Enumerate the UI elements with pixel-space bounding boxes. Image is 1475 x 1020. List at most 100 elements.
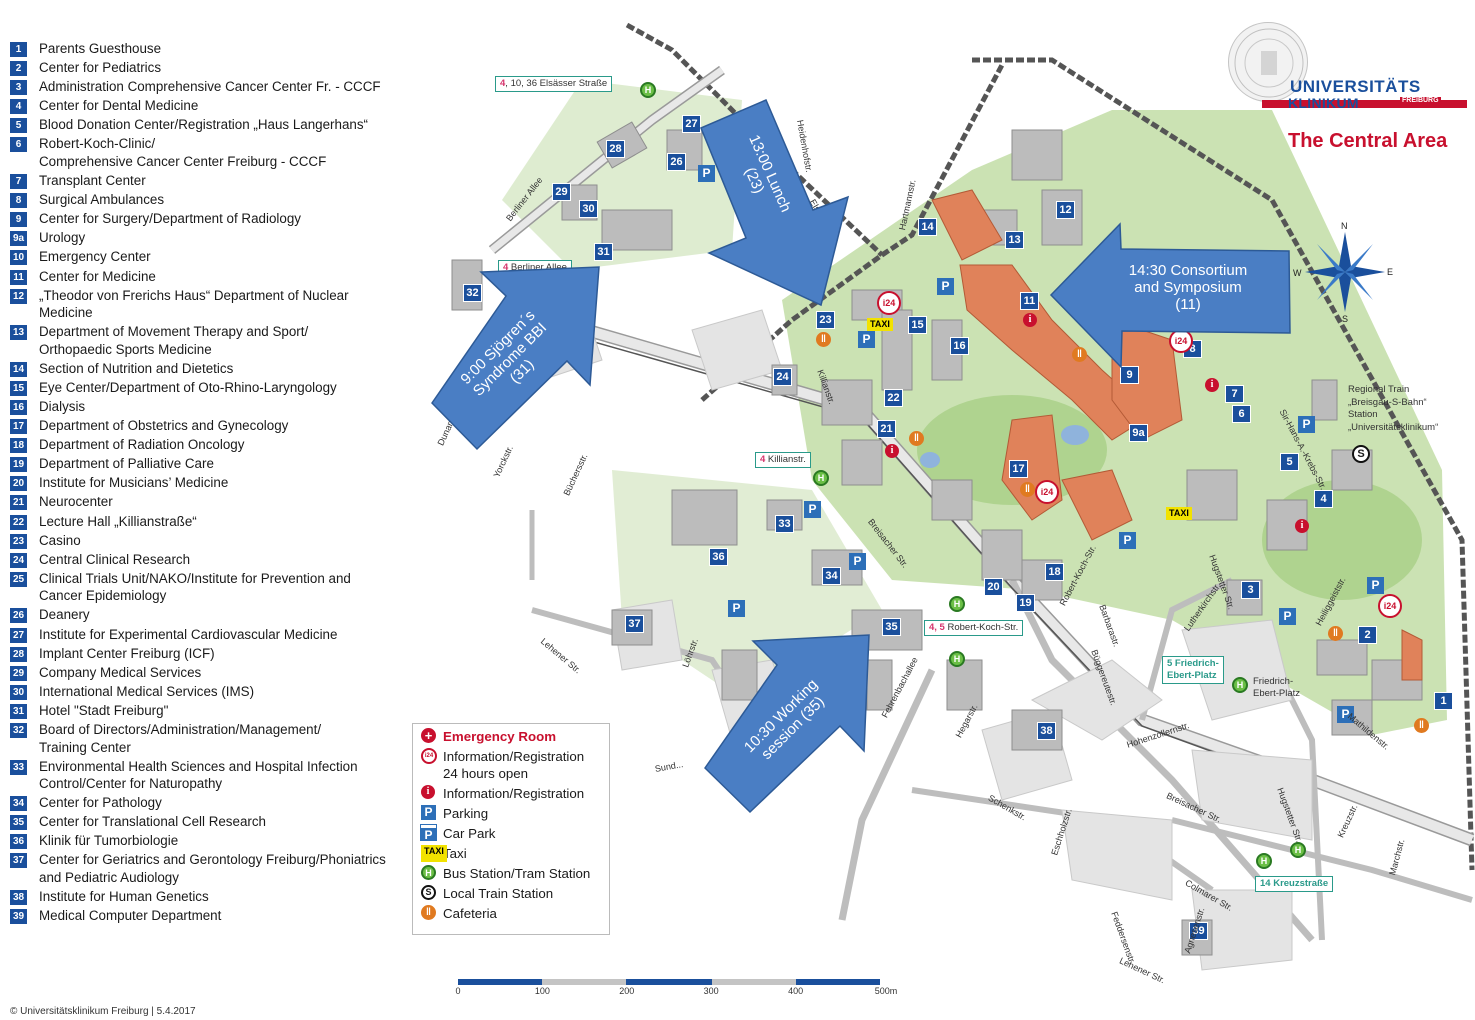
building-badge-6[interactable]: 6 bbox=[1232, 405, 1251, 423]
building-badge-7[interactable]: 7 bbox=[1225, 385, 1244, 403]
building-badge-36[interactable]: 36 bbox=[709, 548, 728, 566]
building-badge-18[interactable]: 18 bbox=[1045, 563, 1064, 581]
legend-number-badge: 33 bbox=[10, 759, 27, 775]
building-badge-33[interactable]: 33 bbox=[775, 515, 794, 533]
building-badge-28[interactable]: 28 bbox=[606, 140, 625, 158]
parking-icon: P bbox=[858, 331, 875, 348]
building-badge-9a[interactable]: 9a bbox=[1129, 424, 1148, 442]
cafeteria-icon: ‖ bbox=[1414, 718, 1429, 733]
building-badge-9[interactable]: 9 bbox=[1120, 366, 1139, 384]
building-badge-38[interactable]: 38 bbox=[1037, 722, 1056, 740]
legend-item[interactable]: 12„Theodor von Frerichs Haus“ Department… bbox=[10, 287, 405, 322]
building-badge-17[interactable]: 17 bbox=[1009, 460, 1028, 478]
building-badge-39[interactable]: 39 bbox=[1189, 922, 1208, 940]
building-badge-24[interactable]: 24 bbox=[773, 368, 792, 386]
map-legend-icon-slot: ‖ bbox=[421, 905, 443, 922]
building-badge-23[interactable]: 23 bbox=[816, 311, 835, 329]
map-legend-label: Bus Station/Tram Station bbox=[443, 865, 601, 882]
stop-label-elsasser[interactable]: 4, 10, 36 Elsässer Straße bbox=[495, 76, 613, 92]
building-badge-37[interactable]: 37 bbox=[625, 615, 644, 633]
building-badge-26[interactable]: 26 bbox=[667, 153, 686, 171]
legend-number-badge: 21 bbox=[10, 495, 27, 511]
building-badge-19[interactable]: 19 bbox=[1016, 594, 1035, 612]
building-badge-13[interactable]: 13 bbox=[1005, 231, 1024, 249]
building-badge-3[interactable]: 3 bbox=[1241, 581, 1260, 599]
building-badge-20[interactable]: 20 bbox=[984, 578, 1003, 596]
building-badge-22[interactable]: 22 bbox=[884, 389, 903, 407]
building-badge-32[interactable]: 32 bbox=[463, 284, 482, 302]
building-badge-35[interactable]: 35 bbox=[882, 618, 901, 636]
building-badge-12[interactable]: 12 bbox=[1056, 201, 1075, 219]
car-park-icon: P bbox=[420, 824, 437, 842]
building-badge-2[interactable]: 2 bbox=[1358, 626, 1377, 644]
stop-label-kreuzstrasse[interactable]: 14 Kreuzstraße bbox=[1255, 876, 1334, 892]
legend-number-badge: 39 bbox=[10, 909, 27, 925]
building-badge-4[interactable]: 4 bbox=[1314, 490, 1333, 508]
stop-label-friedrich-ebert[interactable]: 5 Friedrich-Ebert-Platz bbox=[1162, 656, 1224, 684]
building-badge-34[interactable]: 34 bbox=[822, 567, 841, 585]
legend-label-line: Center for Surgery/Department of Radiolo… bbox=[39, 211, 301, 227]
legend-number-badge: 2 bbox=[10, 61, 27, 77]
legend-label: Department of Movement Therapy and Sport… bbox=[39, 323, 405, 358]
building-badge-21[interactable]: 21 bbox=[877, 420, 896, 438]
stop-label-robert-koch[interactable]: 4, 5 Robert-Koch-Str. bbox=[924, 620, 1024, 636]
building-badge-31[interactable]: 31 bbox=[594, 243, 613, 261]
stop-label-killianstr[interactable]: 4 Killianstr. bbox=[755, 452, 811, 468]
building-badge-29[interactable]: 29 bbox=[552, 183, 571, 201]
building-badge-30[interactable]: 30 bbox=[579, 200, 598, 218]
info-icon: i bbox=[885, 444, 899, 458]
legend-label-line: Department of Movement Therapy and Sport… bbox=[39, 324, 309, 340]
stop-label-berliner-allee[interactable]: 4 Berliner Allee bbox=[498, 260, 572, 276]
map-legend-label: Information/Registration bbox=[443, 785, 601, 802]
building-badge-15[interactable]: 15 bbox=[908, 316, 927, 334]
legend-label-line: Robert-Koch-Clinic/ bbox=[39, 136, 156, 152]
building-badge-1[interactable]: 1 bbox=[1434, 692, 1453, 710]
building-badge-16[interactable]: 16 bbox=[950, 337, 969, 355]
legend-label: International Medical Services (IMS) bbox=[39, 683, 405, 701]
building-badge-11[interactable]: 11 bbox=[1020, 292, 1039, 310]
building-badge-5[interactable]: 5 bbox=[1280, 453, 1299, 471]
building-badge-27[interactable]: 27 bbox=[682, 115, 701, 133]
building-badge-14[interactable]: 14 bbox=[918, 218, 937, 236]
taxi-icon: TAXI bbox=[867, 318, 893, 331]
